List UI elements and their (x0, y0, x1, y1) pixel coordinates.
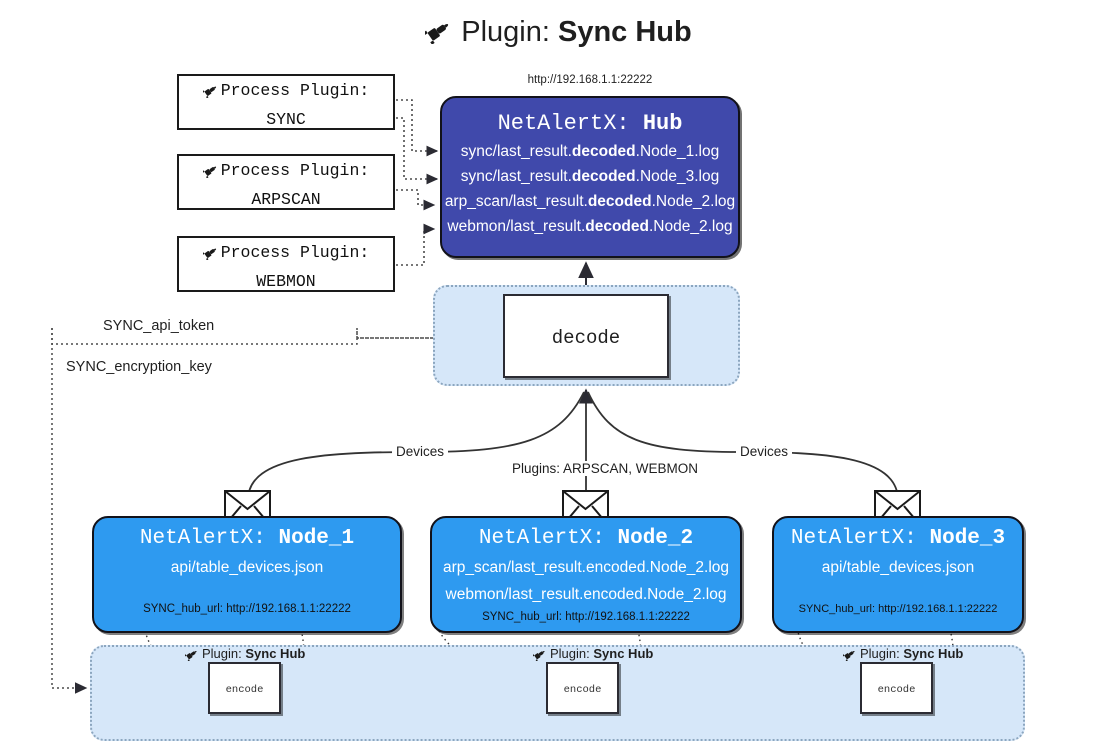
process-plugin-arpscan-line1: Process Plugin: (220, 161, 370, 180)
node3-line-1: api/table_devices.json (821, 559, 975, 576)
process-plugin-webmon[interactable]: Process Plugin: WEBMON (177, 236, 395, 292)
process-plugin-webmon-line2: WEBMON (256, 272, 316, 291)
encode3-label: encode (877, 684, 916, 696)
decode-box[interactable]: decode (503, 294, 669, 378)
edge-sync-to-hub-log1 (396, 99, 439, 157)
process-plugin-sync-line2: SYNC (266, 110, 306, 129)
plug-icon (423, 16, 455, 52)
hub-title: NetAlertX: Hub (442, 111, 738, 136)
hub-log-4: webmon/last_result.decoded.Node_2.log (447, 218, 733, 235)
edge-tokens-to-plugin-region (51, 328, 88, 694)
decode-label: decode (551, 327, 621, 349)
node1-line-1: api/table_devices.json (170, 559, 324, 576)
plug-icon (201, 161, 220, 187)
page-title-name: Sync Hub (557, 16, 692, 48)
node3-title: NetAlertX: Node_3 (790, 527, 1006, 550)
hub-log-2: sync/last_result.decoded.Node_3.log (460, 168, 720, 185)
process-plugin-arpscan[interactable]: Process Plugin: ARPSCAN (177, 154, 395, 210)
node3-footer: SYNC_hub_url: http://192.168.1.1:22222 (798, 603, 998, 615)
plug-icon (201, 81, 220, 107)
node-box-node1[interactable]: NetAlertX: Node_1 api/table_devices.json… (92, 516, 402, 633)
edge-sync-to-hub-log2 (396, 117, 439, 185)
hub-log-1: sync/last_result.decoded.Node_1.log (460, 143, 720, 160)
edge-webmon-to-hub-log4 (396, 223, 436, 266)
process-plugin-webmon-line1: Process Plugin: (220, 243, 370, 262)
hub-title-name: Hub (642, 111, 683, 136)
edge-label-plugins-center: Plugins: ARPSCAN, WEBMON (508, 461, 703, 476)
token-label-api-token: SYNC_api_token (100, 318, 218, 334)
page-title-prefix: Plugin: (461, 16, 550, 48)
hub-log-3: arp_scan/last_result.decoded.Node_2.log (444, 193, 736, 210)
plug-icon (184, 647, 200, 664)
edge-arpscan-to-hub-log3 (396, 189, 436, 211)
page-title: Plugin: Sync Hub (0, 16, 1117, 52)
node2-footer: SYNC_hub_url: http://192.168.1.1:22222 (482, 611, 690, 623)
encode1-plugin-label: Plugin: Sync Hub (184, 646, 305, 664)
encode2-label: encode (563, 684, 602, 696)
plug-icon (842, 647, 858, 664)
node-box-node2[interactable]: NetAlertX: Node_2 arp_scan/last_result.e… (430, 516, 742, 633)
encode-box-node3[interactable]: encode (860, 662, 933, 714)
encode-box-node2[interactable]: encode (546, 662, 619, 714)
process-plugin-sync[interactable]: Process Plugin: SYNC (177, 74, 395, 130)
node-box-node3[interactable]: NetAlertX: Node_3 api/table_devices.json… (772, 516, 1024, 633)
process-plugin-arpscan-line2: ARPSCAN (251, 190, 321, 209)
process-plugin-sync-line1: Process Plugin: (220, 81, 370, 100)
edge-label-devices-right: Devices (736, 444, 793, 459)
token-label-encryption-key: SYNC_encryption_key (63, 359, 215, 375)
encode-box-node1[interactable]: encode (208, 662, 281, 714)
encode2-plugin-label: Plugin: Sync Hub (532, 646, 653, 664)
hub-box[interactable]: NetAlertX: Hub sync/last_result.decoded.… (440, 96, 740, 258)
node2-title: NetAlertX: Node_2 (478, 527, 694, 550)
edge-label-devices-left: Devices (392, 444, 449, 459)
plug-icon (532, 647, 548, 664)
plug-icon (201, 243, 220, 269)
hub-title-prefix: NetAlertX: (497, 111, 630, 136)
hub-url-label: http://192.168.1.1:22222 (527, 74, 653, 86)
node1-footer: SYNC_hub_url: http://192.168.1.1:22222 (143, 603, 351, 615)
encode3-plugin-label: Plugin: Sync Hub (842, 646, 963, 664)
encode1-label: encode (225, 684, 264, 696)
node1-title: NetAlertX: Node_1 (139, 527, 355, 550)
node2-line-2: webmon/last_result.encoded.Node_2.log (445, 586, 727, 603)
node2-line-1: arp_scan/last_result.encoded.Node_2.log (442, 559, 730, 576)
